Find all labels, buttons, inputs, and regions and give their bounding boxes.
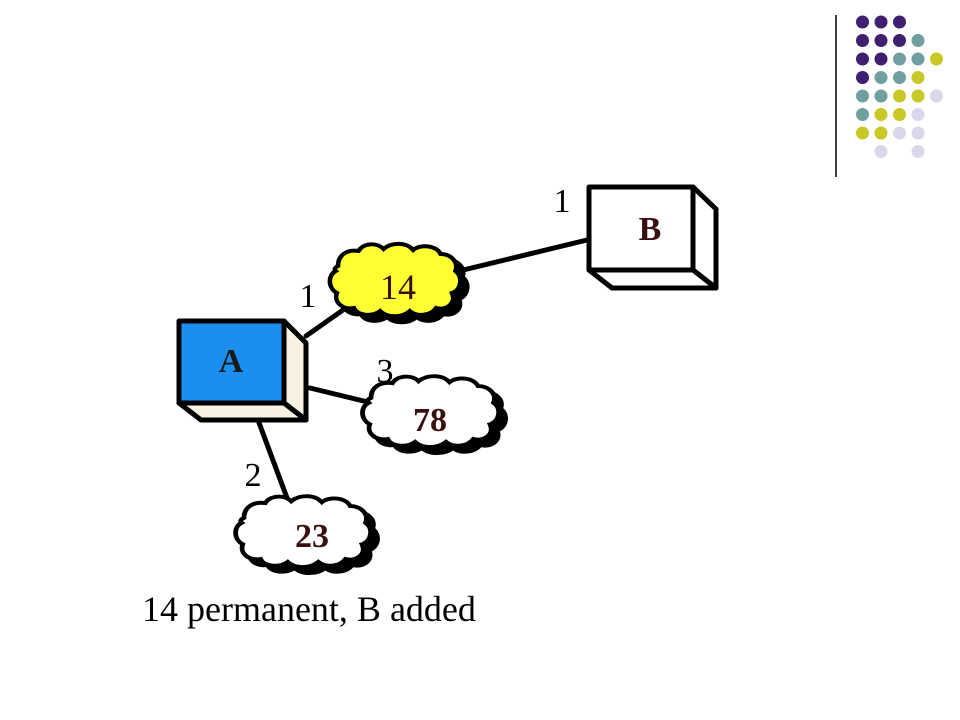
decor-dot xyxy=(874,34,888,47)
weight-a-23: 2 xyxy=(245,457,262,494)
edge-a-14 xyxy=(303,307,346,339)
cloud-23: 23 xyxy=(236,496,378,573)
decor-dot xyxy=(930,89,943,103)
cloud-78: 78 xyxy=(363,376,506,453)
decor-dot xyxy=(874,71,888,84)
decor-dot xyxy=(893,15,906,29)
decor-dot xyxy=(893,108,906,121)
decor-dot xyxy=(874,89,888,103)
edge-weights: 1 1 3 2 xyxy=(245,183,571,494)
caption: 14 permanent, B added xyxy=(142,589,476,629)
node-b-bottom xyxy=(586,267,719,291)
decor-dot xyxy=(930,52,943,66)
node-a: A xyxy=(176,318,309,423)
decor-dot xyxy=(874,108,888,121)
decor-dot xyxy=(893,126,906,140)
decor-dot xyxy=(856,52,869,66)
decor-dot xyxy=(911,52,925,66)
decor-dot xyxy=(893,34,906,47)
decor-dot xyxy=(893,89,906,103)
decor-dot xyxy=(874,15,888,29)
node-b-label: B xyxy=(639,211,662,248)
cloud-78-label: 78 xyxy=(413,402,447,439)
decor-dot xyxy=(874,126,888,140)
dot-grid xyxy=(856,15,943,158)
decor-dot xyxy=(911,34,925,47)
weight-b-14: 1 xyxy=(554,183,571,220)
weight-a-14: 1 xyxy=(300,278,317,315)
decor-dot xyxy=(893,71,906,84)
decoration xyxy=(835,15,943,177)
decor-dot xyxy=(856,108,869,121)
weight-a-78: 3 xyxy=(377,353,394,390)
decor-dot xyxy=(856,71,869,84)
cloud-14-label: 14 xyxy=(380,267,416,307)
decor-dot xyxy=(856,15,869,29)
node-b: B xyxy=(586,184,719,291)
decor-dot xyxy=(874,52,888,66)
node-a-label: A xyxy=(219,343,244,380)
decor-dot xyxy=(911,71,925,84)
cloud-14: 14 xyxy=(330,244,467,322)
node-a-bottom xyxy=(176,400,309,423)
cloud-23-label: 23 xyxy=(295,518,329,555)
decor-dot xyxy=(911,145,925,158)
decor-dot xyxy=(874,145,888,158)
decor-dot xyxy=(911,89,925,103)
decor-dot xyxy=(856,126,869,140)
node-b-face xyxy=(586,184,696,273)
edge-a-23 xyxy=(255,417,293,509)
decor-dot xyxy=(911,126,925,140)
decor-dot xyxy=(911,108,925,121)
decor-dot xyxy=(856,34,869,47)
decor-dot xyxy=(893,52,906,66)
decor-dot xyxy=(856,89,869,103)
edge-b-14 xyxy=(452,237,590,275)
node-a-face xyxy=(176,318,287,406)
